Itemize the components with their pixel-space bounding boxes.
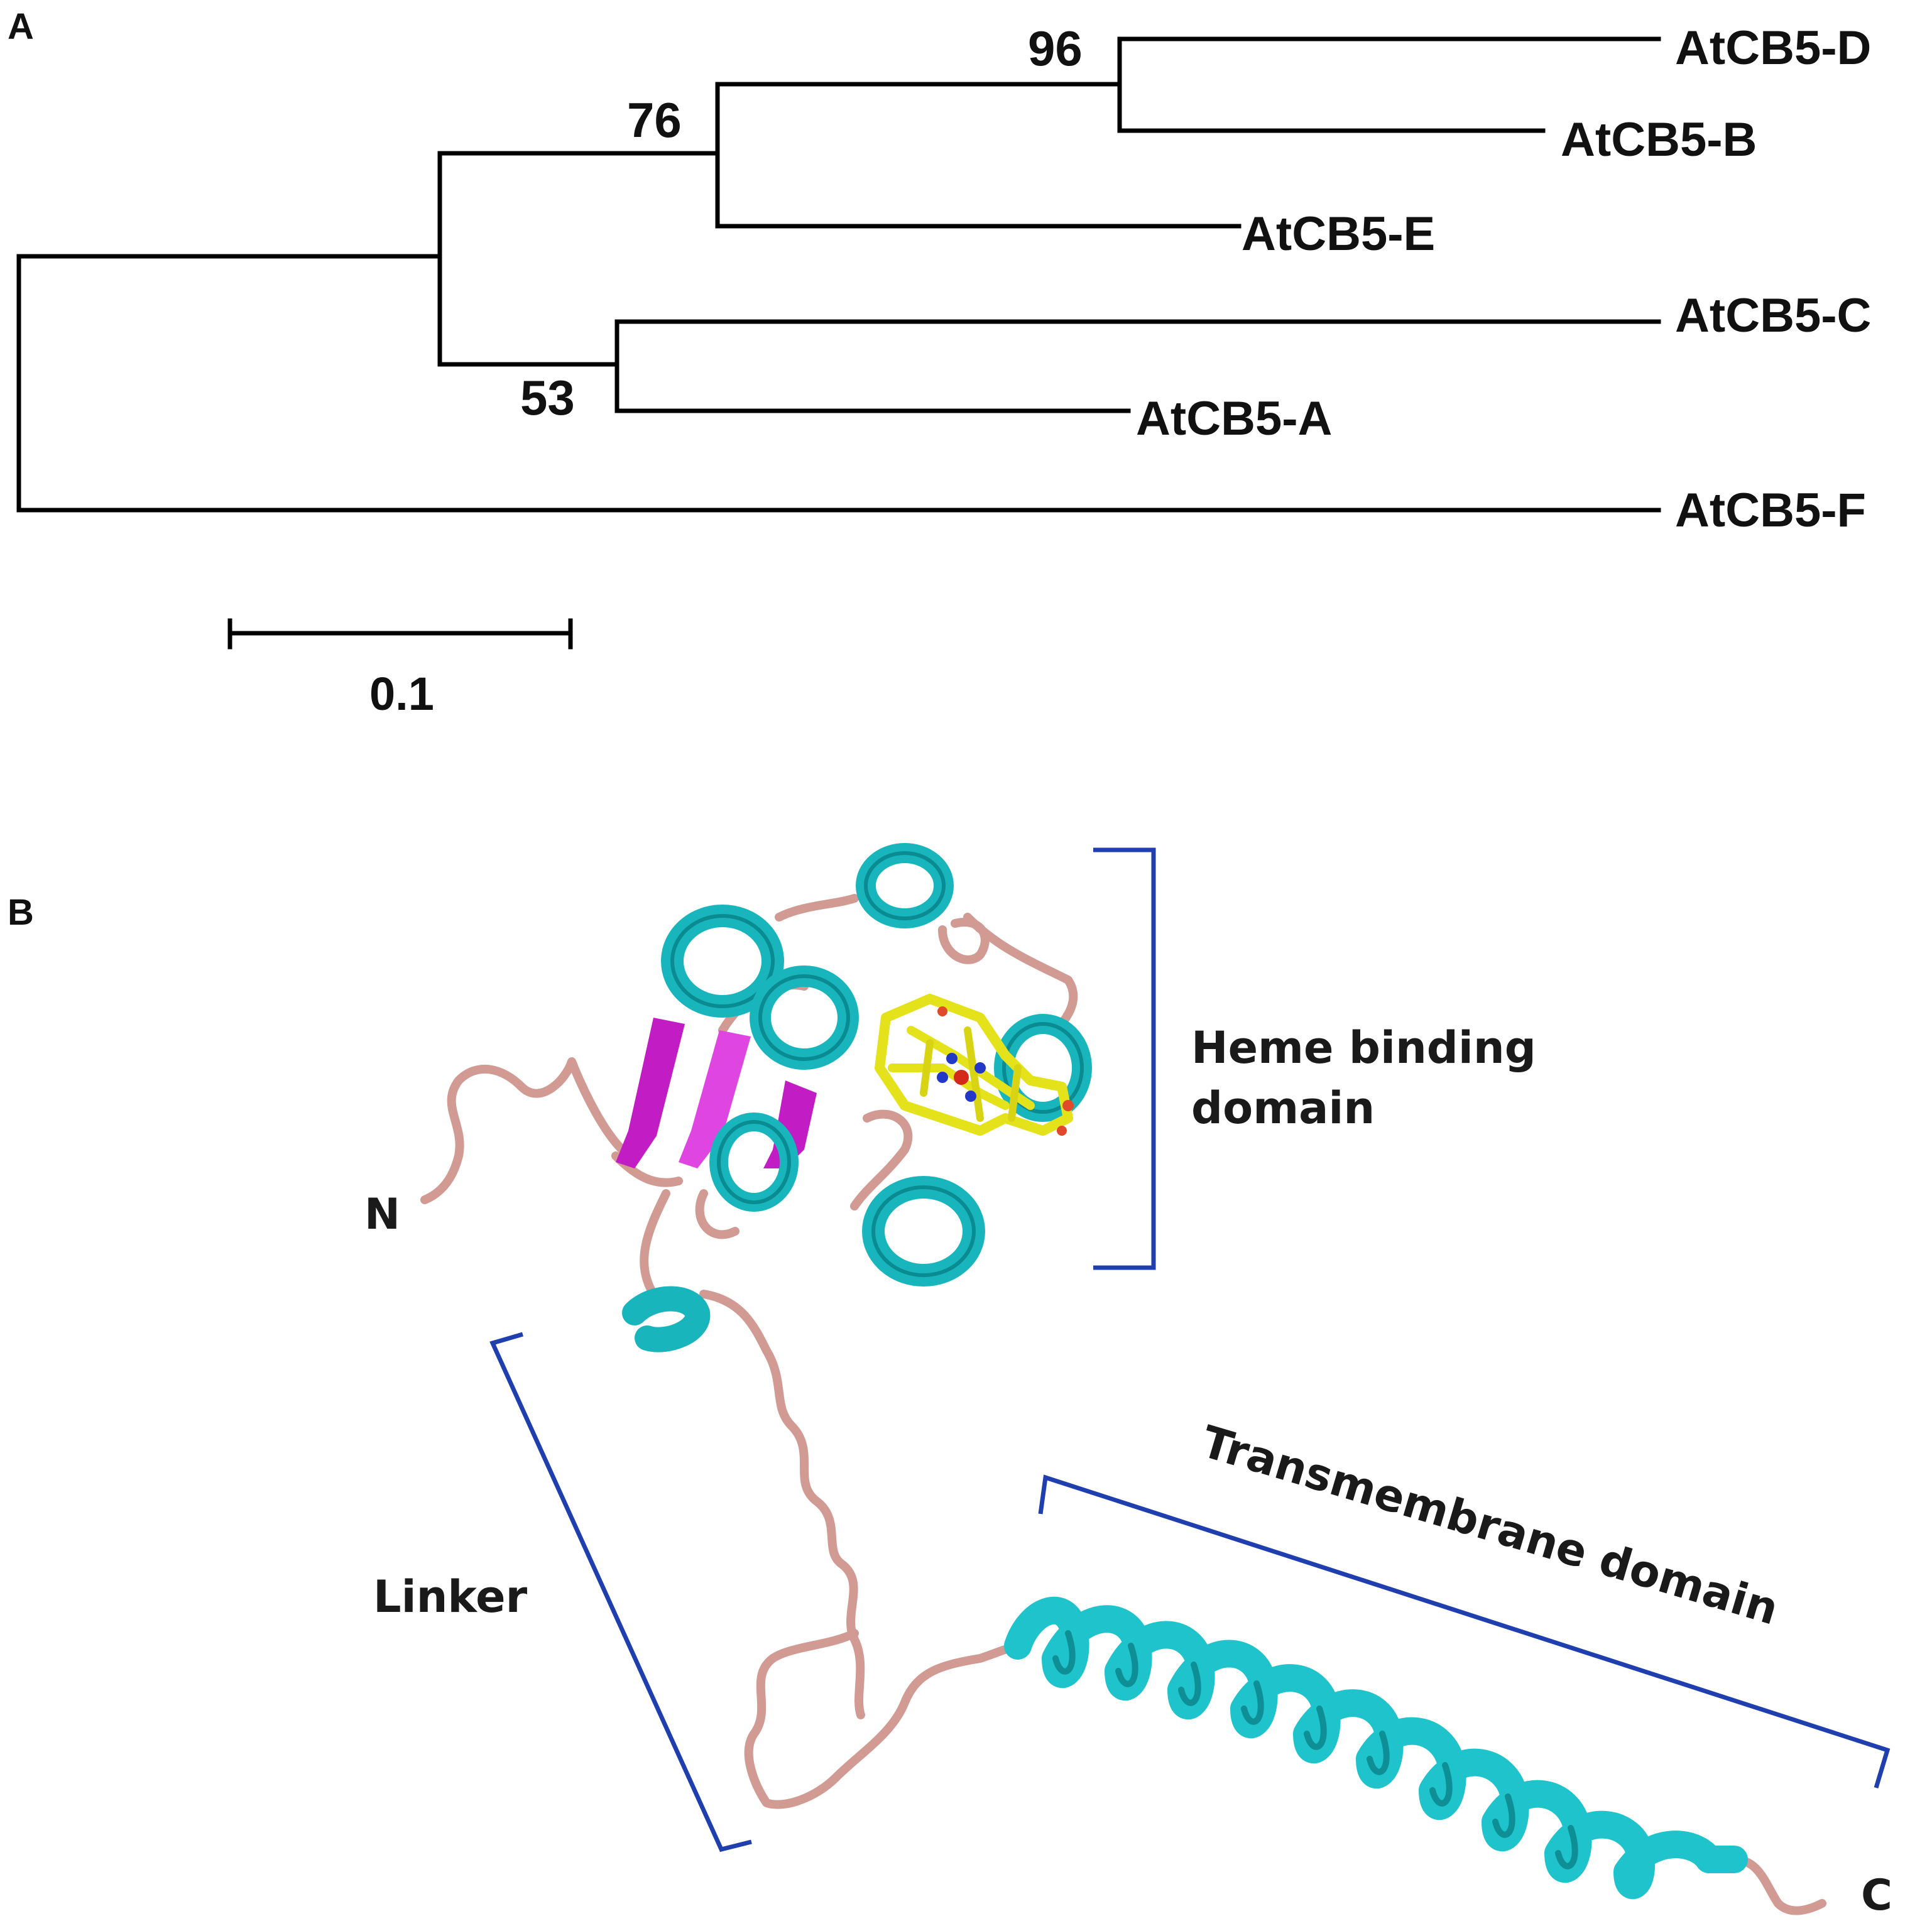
n-terminus-label: N [364, 1190, 400, 1239]
leaf-label-atcb5-c: AtCB5-C [1675, 289, 1871, 342]
bootstrap-76: 76 [627, 92, 682, 148]
bootstrap-53: 53 [520, 370, 575, 425]
beta-strand-1 [616, 1018, 685, 1168]
c-terminal-coil [1730, 1855, 1826, 1915]
heme-loop-4 [963, 913, 1078, 1035]
heme-domain-helices [622, 843, 1092, 1352]
helix-6 [709, 1113, 799, 1212]
bracket-heme-domain [1093, 847, 1156, 1270]
beta-strand-2 [679, 1030, 751, 1168]
leaf-label-atcb5-a: AtCB5-A [1136, 392, 1332, 445]
helix-short-linker [622, 1286, 711, 1352]
helix-4 [994, 1014, 1092, 1122]
heme-loop-5 [775, 894, 859, 922]
scale-bar-label: 0.1 [369, 668, 434, 720]
heme-group [875, 994, 1074, 1136]
bootstrap-96: 96 [1028, 21, 1083, 76]
linker-label: Linker [373, 1571, 528, 1623]
panel-a-label: A [8, 6, 34, 47]
scale-bar [227, 618, 573, 650]
heme-loop-6 [850, 1109, 913, 1211]
helix-5 [862, 1176, 985, 1287]
helix-2 [750, 966, 859, 1070]
protein-coil [420, 894, 1826, 1915]
leaf-label-atcb5-e: AtCB5-E [1242, 207, 1435, 261]
heme-exit-coil [640, 1189, 670, 1298]
leaf-label-atcb5-f: AtCB5-F [1675, 484, 1866, 537]
c-terminus-label: C [1861, 1871, 1892, 1920]
leaf-label-atcb5-d: AtCB5-D [1675, 21, 1871, 75]
heme-iron [954, 1070, 969, 1085]
panel-b-label: B [8, 892, 34, 933]
helix-1 [661, 905, 784, 1018]
bracket-transmembrane [1038, 1474, 1891, 1789]
linker-coil-lower [744, 1629, 1029, 1809]
heme-domain-label-line1: Heme binding [1191, 1022, 1536, 1074]
transmembrane-helix [1004, 1596, 1748, 1900]
leaf-label-atcb5-b: AtCB5-B [1561, 113, 1757, 166]
heme-loop-7 [695, 1189, 740, 1239]
helix-3 [856, 843, 954, 928]
phylogenetic-tree [16, 36, 1661, 513]
transmembrane-label: Transmembrane domain [1196, 1416, 1784, 1635]
n-terminal-coil [420, 1057, 626, 1204]
linker-coil-upper [699, 1290, 865, 1719]
bracket-linker [489, 1332, 752, 1853]
heme-domain-label-line2: domain [1191, 1082, 1375, 1134]
